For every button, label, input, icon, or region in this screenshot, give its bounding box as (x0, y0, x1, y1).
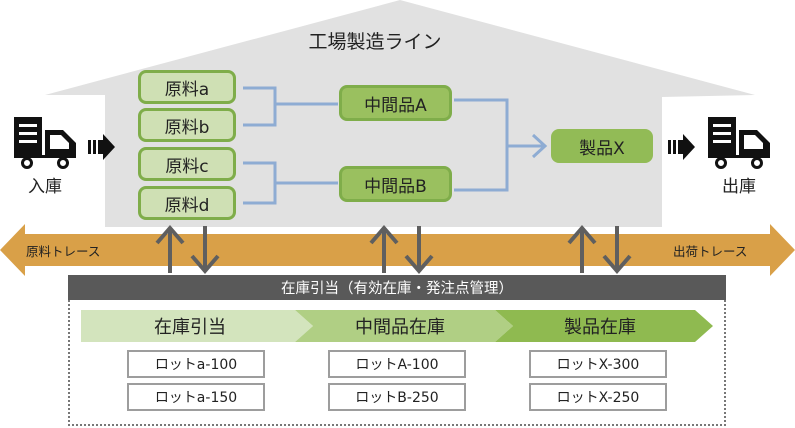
raw-material-node[interactable]: 原料d (138, 186, 236, 220)
inbound-arrow-icon (88, 134, 115, 160)
lot-item[interactable]: ロットX-250 (529, 383, 667, 411)
raw-trace-label: 原料トレース (26, 244, 101, 259)
stage-chevron-2 (295, 310, 513, 342)
lot-item[interactable]: ロットa-150 (127, 383, 265, 411)
ship-trace-label: 出荷トレース (673, 244, 748, 259)
inventory-header: 在庫引当（有効在庫・発注点管理） (68, 275, 726, 300)
raw-material-node[interactable]: 原料b (138, 108, 236, 142)
connector-ab-to-a (243, 86, 338, 127)
lot-item[interactable]: ロットX-300 (529, 350, 667, 378)
outbound-arrow-icon (668, 134, 695, 160)
intermediate-node[interactable]: 中間品B (339, 166, 452, 202)
inbound-truck-icon (14, 117, 76, 169)
raw-material-node[interactable]: 原料c (138, 147, 236, 181)
product-node[interactable]: 製品X (551, 129, 653, 163)
lot-item[interactable]: ロットA-100 (328, 350, 466, 378)
connector-cd-to-b (243, 161, 338, 205)
stage-label: 製品在庫 (564, 317, 636, 338)
inbound-label: 入庫 (28, 177, 62, 197)
stage-label: 在庫引当 (154, 317, 226, 338)
stage-label: 中間品在庫 (355, 317, 445, 338)
updown-arrow-raw-icon (155, 224, 220, 275)
intermediate-node[interactable]: 中間品A (339, 85, 452, 121)
updown-arrow-mid-icon (369, 224, 434, 275)
outbound-label: 出庫 (722, 177, 756, 197)
lot-item[interactable]: ロットa-100 (127, 350, 265, 378)
outbound-truck-icon (708, 117, 770, 169)
lot-item[interactable]: ロットB-250 (328, 383, 466, 411)
stage-chevron-3 (495, 310, 713, 342)
updown-arrow-prod-icon (567, 224, 632, 275)
stage-chevron-1 (81, 310, 313, 342)
factory-title: 工場製造ライン (308, 31, 442, 53)
raw-material-node[interactable]: 原料a (138, 70, 236, 104)
connector-ab-to-x (454, 98, 548, 192)
inventory-panel (68, 300, 726, 426)
